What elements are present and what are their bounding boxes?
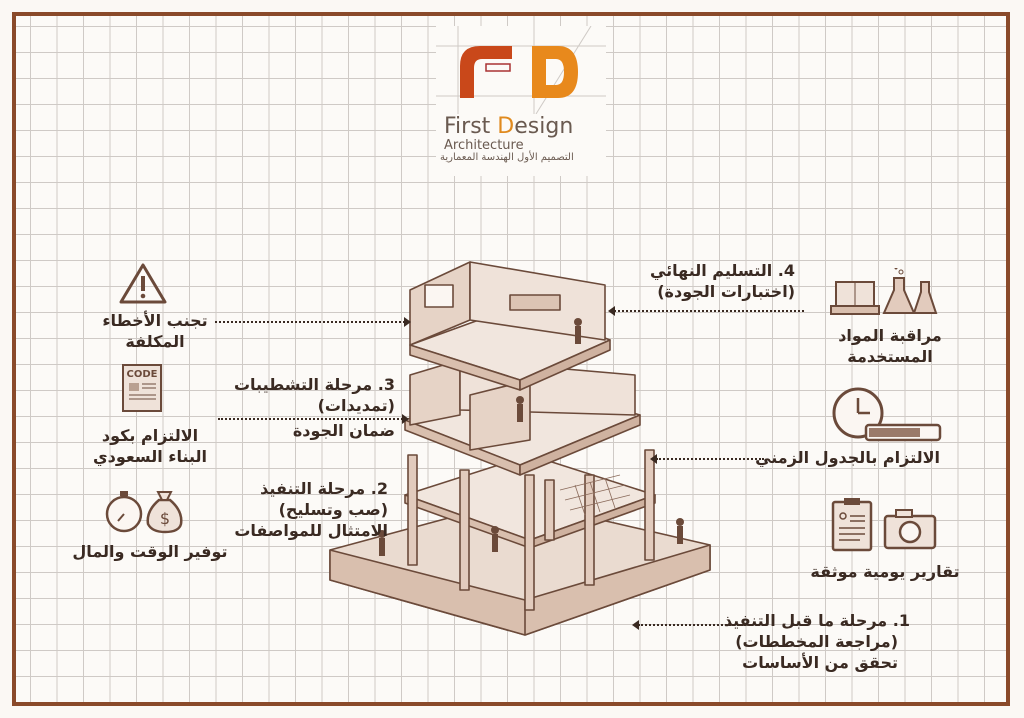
phase-4-label: 4. التسليم النهائي(اختبارات الجودة) [649, 261, 795, 301]
workers [378, 318, 684, 556]
company-logo: First Design Architecture التصميم الأول … [436, 25, 606, 176]
phase-2-label: 2. مرحلة التنفيذ(صب وتسليح)الامتثال للمو… [234, 479, 388, 540]
clipboard-camera-icon [831, 498, 937, 552]
schedule-commitment-label: الالتزام بالجدول الزمني [755, 448, 940, 467]
materials-lab-icon [830, 268, 938, 315]
arrow-code-to-floor3 [218, 414, 409, 424]
arrow-phase1 [632, 620, 746, 630]
building-isometric-illustration [329, 261, 711, 636]
stopwatch-money-icon: $ [105, 491, 183, 534]
arrow-phase4 [608, 306, 804, 316]
phase-1-label: 1. مرحلة ما قبل التنفيذ(مراجعة المخططات)… [723, 611, 910, 672]
phase-3-label: 3. مرحلة التشطيبات(تمديدات)ضمان الجودة [233, 375, 395, 440]
svg-text:$: $ [160, 509, 170, 528]
code-label: CODE [127, 369, 158, 380]
warning-icon [119, 263, 167, 304]
logo-name: First Design [444, 114, 574, 139]
logo-subtitle: Architecture [444, 138, 524, 153]
schedule-progress-fill [869, 428, 920, 437]
logo-arabic: التصميم الأول الهندسة المعمارية [440, 152, 574, 163]
fd-logo-mark [436, 25, 606, 115]
arrow-mistakes-to-floor4 [215, 317, 411, 327]
arrow-schedule [650, 454, 764, 464]
daily-reports-label: تقارير يومية موثقة [810, 562, 960, 581]
save-time-money-label: توفير الوقت والمال [72, 542, 228, 561]
clock-progress-icon [832, 387, 942, 442]
code-book-icon: CODE [122, 364, 162, 412]
